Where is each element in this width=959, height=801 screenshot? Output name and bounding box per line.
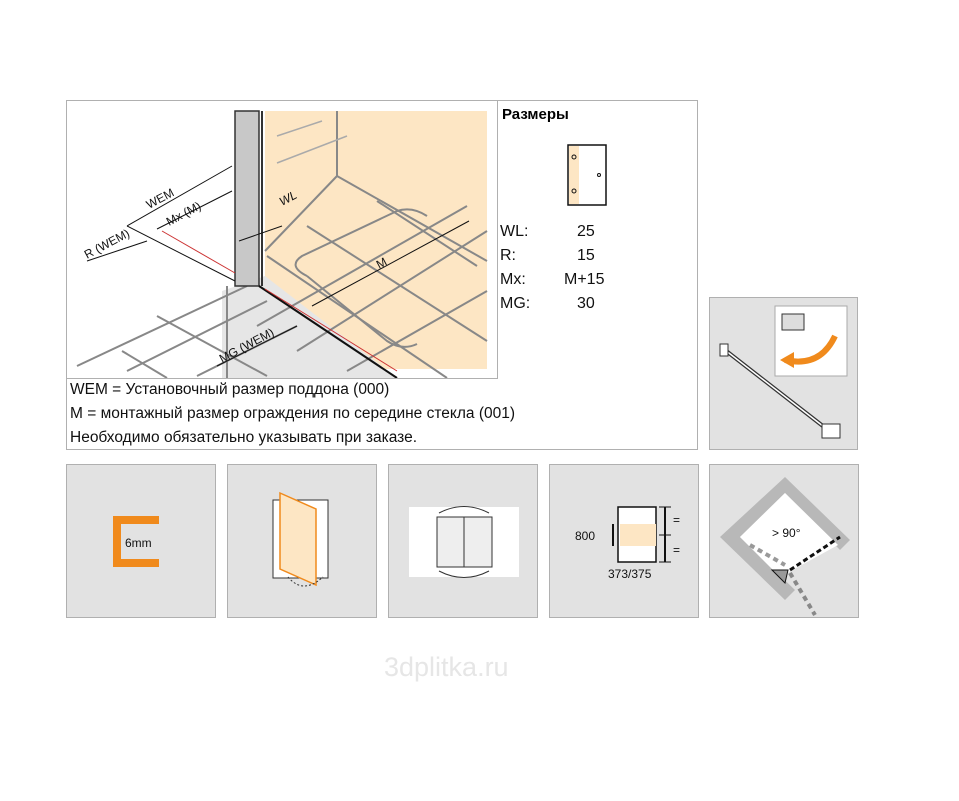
note-order: Необходимо обязательно указывать при зак… xyxy=(70,429,418,446)
glass-thickness-label: 6mm xyxy=(125,536,152,550)
dimensions-panel: Размеры WL:25 R:15 Mx:M+15 MG:30 xyxy=(498,101,697,378)
glass-thickness-icon: 6mm xyxy=(113,516,159,567)
tile-reversible xyxy=(709,297,858,450)
dimensions-title: Размеры xyxy=(502,106,569,123)
watermark: 3dplitka.ru xyxy=(384,652,509,682)
reversible-hinge-icon xyxy=(719,305,848,439)
label-mx: Mx (M) xyxy=(164,199,204,229)
door-swing-icon xyxy=(272,491,329,587)
label-wem: WEM xyxy=(144,186,176,212)
door-hinge-icon xyxy=(567,144,607,206)
double-door-icon xyxy=(409,506,519,578)
tile-glass-thickness: 6mm xyxy=(66,464,216,618)
tile-angle: > 90° xyxy=(709,464,859,618)
tile-dimensions: 800 = = 373/375 xyxy=(549,464,699,618)
handle-height-icon: 800 = = 373/375 xyxy=(575,506,680,581)
note-wem: WEM = Установочный размер поддона (000) xyxy=(70,381,390,398)
width-373-label: 373/375 xyxy=(608,567,652,581)
tile-door-reversible xyxy=(227,464,377,618)
label-r: R (WEM) xyxy=(82,226,132,262)
angle-label: > 90° xyxy=(772,526,801,540)
equal-label-top: = xyxy=(673,513,680,527)
installation-diagram: WEM Mx (M) R (WEM) WL M MG (WEM) xyxy=(67,101,498,379)
equal-label-bottom: = xyxy=(673,543,680,557)
note-m: M = монтажный размер ограждения по серед… xyxy=(70,405,516,422)
main-diagram-box: WEM Mx (M) R (WEM) WL M MG (WEM) Размеры… xyxy=(66,100,698,450)
opening-angle-icon: > 90° xyxy=(720,477,850,617)
height-800-label: 800 xyxy=(575,529,595,543)
tile-double-door xyxy=(388,464,538,618)
